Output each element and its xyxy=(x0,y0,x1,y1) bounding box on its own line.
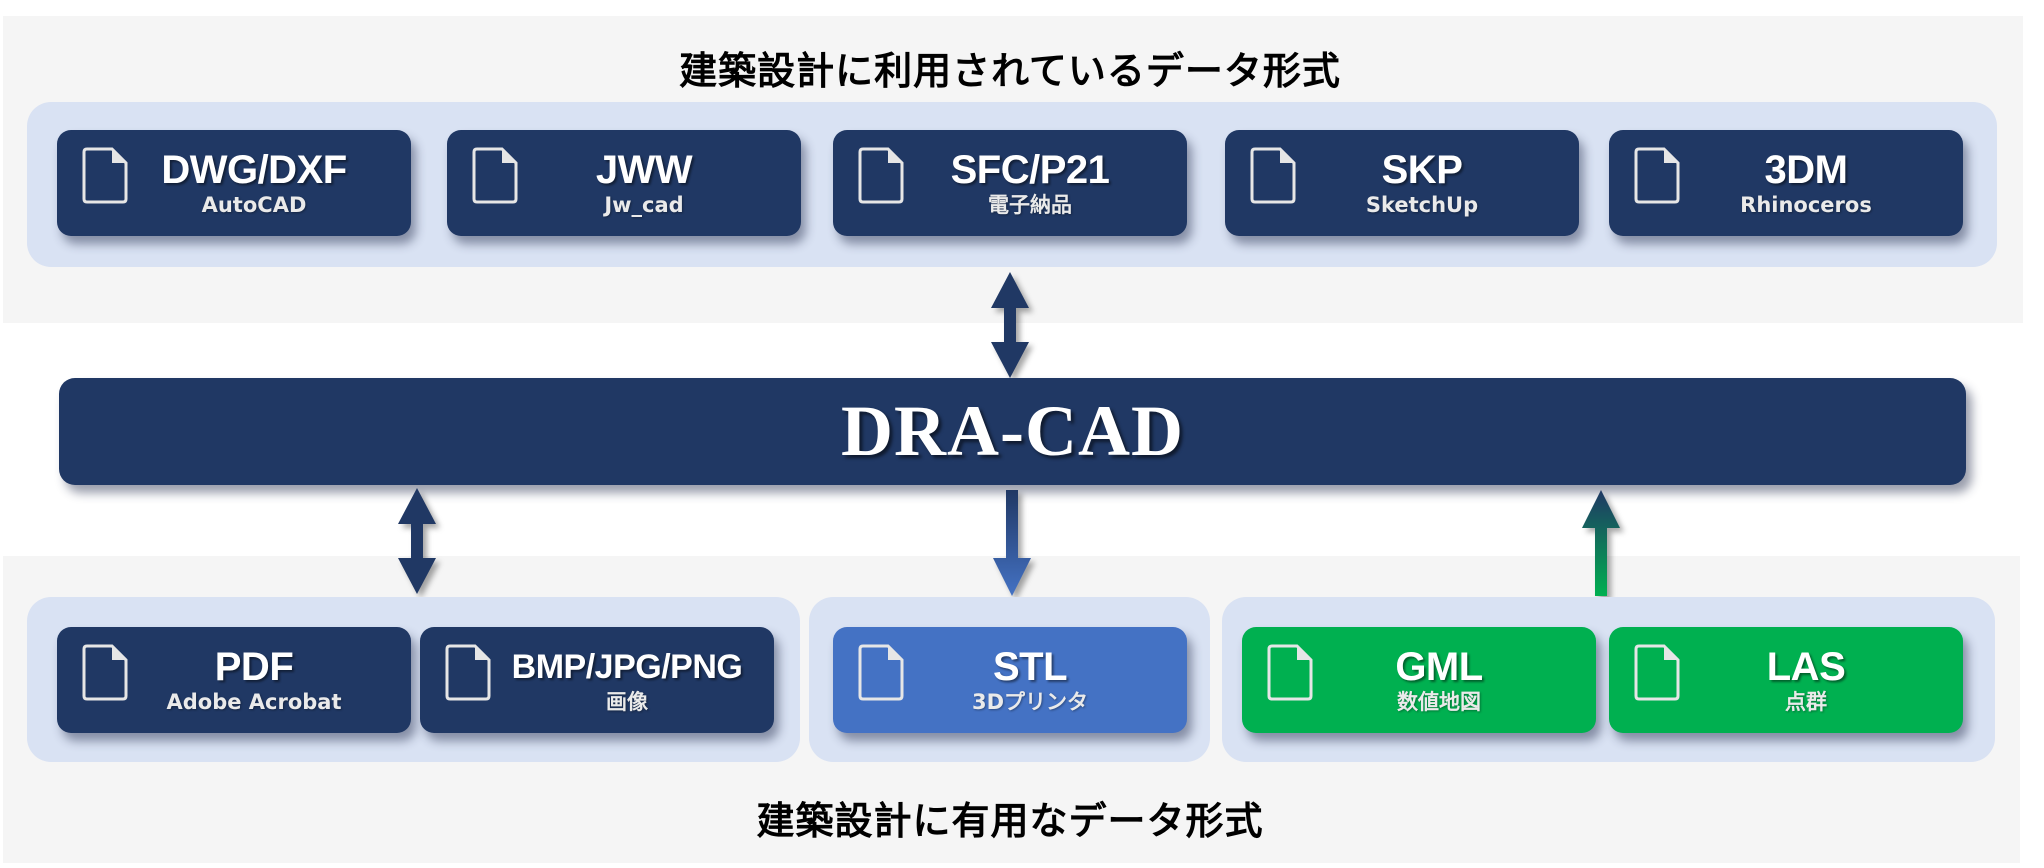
bidirectional-arrow-top xyxy=(991,272,1029,378)
file-icon xyxy=(1250,147,1296,204)
file-icon xyxy=(472,147,518,204)
format-software: 電子納品 xyxy=(988,193,1072,217)
format-card-bmp-jpg-png[interactable]: BMP/JPG/PNG 画像 xyxy=(420,627,774,733)
format-software: 3Dプリンタ xyxy=(971,690,1089,714)
format-card-skp[interactable]: SKP SketchUp xyxy=(1225,130,1579,236)
format-name: GML xyxy=(1395,645,1483,689)
format-card-gml[interactable]: GML 数値地図 xyxy=(1242,627,1596,733)
format-card-sfc-p21[interactable]: SFC/P21 電子納品 xyxy=(833,130,1187,236)
format-card-dwg-dxf[interactable]: DWG/DXF AutoCAD xyxy=(57,130,411,236)
top-section-title: 建築設計に利用されているデータ形式 xyxy=(679,49,1341,93)
file-icon xyxy=(82,644,128,701)
format-name: 3DM xyxy=(1764,148,1848,192)
format-card-jww[interactable]: JWW Jw_cad xyxy=(447,130,801,236)
format-name: SFC/P21 xyxy=(950,148,1110,192)
file-icon xyxy=(445,644,491,701)
format-software: AutoCAD xyxy=(201,193,307,217)
format-software: 数値地図 xyxy=(1397,690,1481,714)
format-card-las[interactable]: LAS 点群 xyxy=(1609,627,1963,733)
file-icon xyxy=(858,644,904,701)
format-card-3dm[interactable]: 3DM Rhinoceros xyxy=(1609,130,1963,236)
core-label: DRA-CAD xyxy=(841,391,1184,471)
format-software: 画像 xyxy=(606,690,648,714)
format-name: BMP/JPG/PNG xyxy=(511,648,743,686)
format-name: PDF xyxy=(214,645,294,689)
format-software: Rhinoceros xyxy=(1740,193,1872,217)
format-software: SketchUp xyxy=(1365,193,1479,217)
format-software: 点群 xyxy=(1785,690,1827,714)
up-arrow-import xyxy=(1582,490,1620,596)
format-name: LAS xyxy=(1766,645,1846,689)
file-icon xyxy=(1634,644,1680,701)
file-icon xyxy=(858,147,904,204)
format-name: JWW xyxy=(595,148,693,192)
file-icon xyxy=(1267,644,1313,701)
format-card-stl[interactable]: STL 3Dプリンタ xyxy=(833,627,1187,733)
format-name: DWG/DXF xyxy=(161,148,347,192)
down-arrow-export xyxy=(993,490,1031,596)
file-icon xyxy=(82,147,128,204)
format-software: Adobe Acrobat xyxy=(166,690,342,714)
format-card-pdf[interactable]: PDF Adobe Acrobat xyxy=(57,627,411,733)
format-name: SKP xyxy=(1381,148,1463,192)
bottom-section-title: 建築設計に有用なデータ形式 xyxy=(756,799,1264,843)
bidirectional-arrow-left xyxy=(398,488,436,594)
file-icon xyxy=(1634,147,1680,204)
dra-cad-core: DRA-CAD xyxy=(59,378,1966,485)
format-software: Jw_cad xyxy=(604,193,684,217)
format-name: STL xyxy=(992,645,1068,689)
